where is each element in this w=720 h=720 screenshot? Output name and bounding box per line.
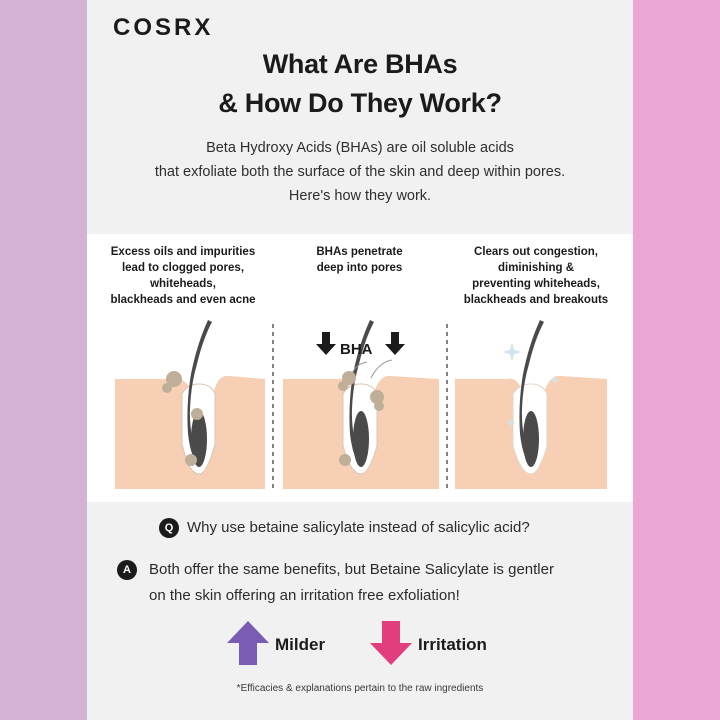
intro-line: Beta Hydroxy Acids (BHAs) are oil solubl… <box>206 140 514 156</box>
clogged-pore-illustration <box>115 320 265 489</box>
pore-diagram: BHA <box>115 320 607 489</box>
intro-text: Beta Hydroxy Acids (BHAs) are oil solubl… <box>87 136 633 208</box>
sparkle-icon <box>502 342 522 362</box>
answer-line: on the skin offering an irritation free … <box>149 587 460 604</box>
step-1-caption: Excess oils and impurities lead to clogg… <box>95 244 271 308</box>
title-line-2: & How Do They Work? <box>218 88 502 118</box>
clear-pore-illustration <box>455 320 607 489</box>
caption-line: Clears out congestion, <box>474 246 598 258</box>
title-line-1: What Are BHAs <box>262 49 458 79</box>
bha-penetration-illustration: BHA <box>283 320 439 489</box>
intro-line: that exfoliate both the surface of the s… <box>154 164 566 180</box>
answer-text: Both offer the same benefits, but Betain… <box>149 558 554 608</box>
infographic-card: COSRX What Are BHAs & How Do They Work? … <box>87 0 633 720</box>
sparkle-icon <box>550 375 560 385</box>
caption-line: lead to clogged pores, <box>121 262 245 274</box>
step-2-caption: BHAs penetrate deep into pores <box>277 244 442 276</box>
down-arrow-icon <box>316 332 336 355</box>
sparkle-icon <box>506 418 516 428</box>
down-arrow-icon <box>385 332 405 355</box>
caption-line: blackheads and breakouts <box>463 294 609 306</box>
caption-line: blackheads and even acne <box>110 294 256 306</box>
caption-line: diminishing & <box>497 262 575 274</box>
answer-badge: A <box>117 560 137 580</box>
caption-line: preventing whiteheads, <box>472 278 600 290</box>
irritation-label: Irritation <box>418 635 487 654</box>
caption-line: Excess oils and impurities <box>110 246 256 258</box>
caption-line: BHAs penetrate <box>316 246 403 258</box>
steps-panel: Excess oils and impurities lead to clogg… <box>87 234 633 502</box>
up-arrow-icon <box>227 621 269 665</box>
answer-line: Both offer the same benefits, but Betain… <box>149 561 554 578</box>
question-text: Why use betaine salicylate instead of sa… <box>187 519 530 536</box>
down-arrow-icon <box>370 621 412 665</box>
brand-logo: COSRX <box>113 14 214 41</box>
step-3-caption: Clears out congestion, diminishing & pre… <box>443 244 629 308</box>
footnote: *Efficacies & explanations pertain to th… <box>236 683 484 694</box>
milder-label: Milder <box>275 635 326 654</box>
question-badge: Q <box>159 518 179 538</box>
caption-line: deep into pores <box>316 262 403 274</box>
intro-line: Here's how they work. <box>288 188 432 204</box>
bha-label: BHA <box>340 341 373 358</box>
caption-line: whiteheads, <box>150 278 216 290</box>
